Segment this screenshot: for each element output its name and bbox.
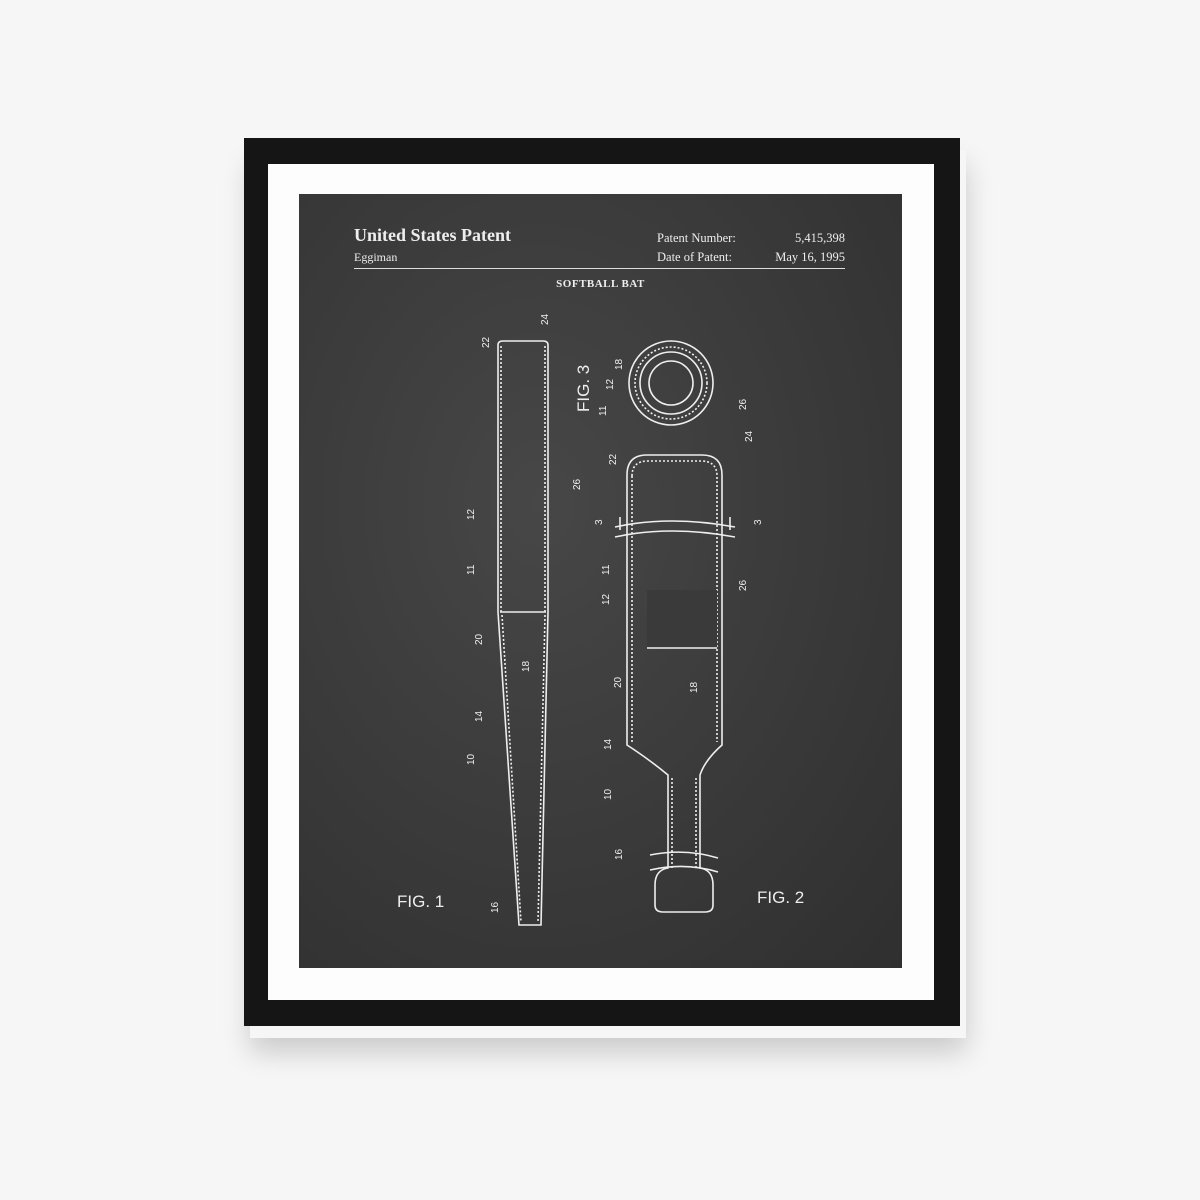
ref-numeral: 11: [466, 564, 477, 575]
ref-numeral: 20: [474, 633, 485, 645]
ref-numeral: 24: [540, 313, 551, 325]
header-rule: [354, 268, 845, 269]
date-label: Date of Patent:: [657, 250, 732, 264]
fig1-bat-inner: [500, 346, 546, 923]
fig2-bat-outline: [626, 454, 723, 913]
ref-numeral: 16: [490, 901, 501, 913]
ref-numeral: 10: [466, 753, 477, 765]
patent-poster: United States Patent Eggiman Patent Numb…: [299, 194, 902, 968]
fig3-core: [648, 360, 694, 406]
ref-numeral: 26: [572, 478, 583, 490]
fig3-label: FIG. 3: [574, 365, 593, 412]
fig3-inner-ring: [639, 351, 703, 415]
ref-numeral: 3: [594, 519, 605, 525]
fig1-label: FIG. 1: [397, 892, 444, 911]
poster-heading: United States Patent: [354, 225, 511, 245]
ref-numeral: 20: [613, 676, 624, 688]
ref-numeral: 3: [753, 519, 764, 525]
fig3-outer-ring: [628, 340, 714, 426]
fig2-plug-region: [647, 590, 717, 648]
patent-number: 5,415,398: [795, 231, 845, 245]
ref-numeral: 22: [608, 453, 619, 465]
picture-frame: United States Patent Eggiman Patent Numb…: [244, 138, 960, 1026]
ref-numeral: 26: [738, 579, 749, 591]
ref-numeral: 12: [601, 593, 612, 605]
ref-numeral: 18: [614, 358, 625, 370]
ref-numeral: 22: [481, 336, 492, 348]
ref-numeral: 18: [689, 681, 700, 693]
ref-numeral: 24: [744, 430, 755, 442]
patent-date: May 16, 1995: [775, 250, 845, 264]
ref-numeral: 18: [521, 660, 532, 672]
ref-numeral: 14: [603, 738, 614, 750]
fig3-middle-ring: [634, 346, 708, 420]
ref-numeral: 14: [474, 710, 485, 722]
ref-numeral: 12: [466, 508, 477, 520]
fig1-bat-outline: [497, 340, 549, 926]
ref-numeral: 26: [738, 398, 749, 410]
ref-numeral: 16: [614, 848, 625, 860]
section-arrows: [619, 517, 731, 530]
ref-numeral: 11: [598, 405, 609, 416]
patent-drawing: 22 24 26 12 11 20 18 14 10 16 22 24 3 3 …: [397, 313, 804, 926]
fig2-section-break: [614, 520, 736, 538]
fig2-bat-inner: [631, 460, 718, 868]
patent-number-label: Patent Number:: [657, 231, 736, 245]
ref-numeral: 11: [601, 564, 612, 575]
inventor-name: Eggiman: [354, 250, 398, 264]
fig2-handle-break: [649, 851, 719, 873]
patent-title: SOFTBALL BAT: [556, 278, 645, 290]
mat-border: United States Patent Eggiman Patent Numb…: [268, 164, 934, 1000]
fig2-label: FIG. 2: [757, 888, 804, 907]
ref-numeral: 10: [603, 788, 614, 800]
ref-numeral: 12: [605, 378, 616, 390]
